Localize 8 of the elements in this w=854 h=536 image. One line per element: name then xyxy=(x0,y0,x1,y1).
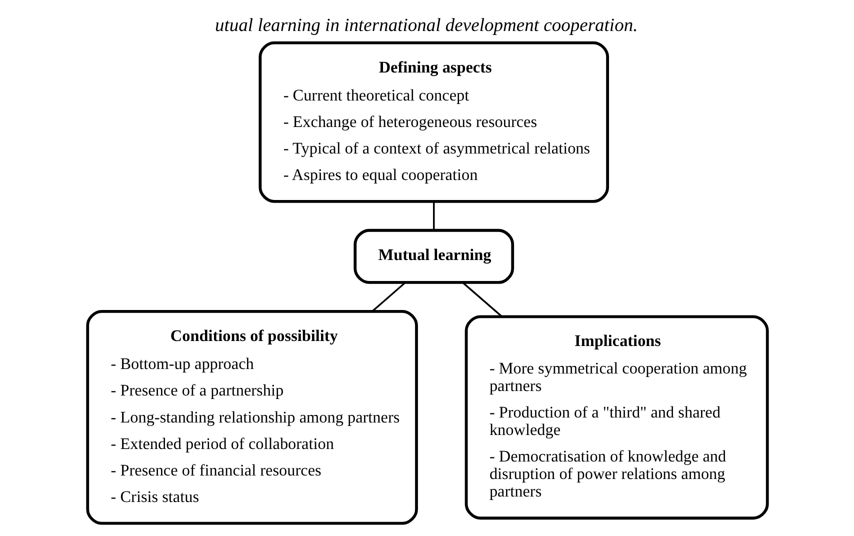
caption: utual learning in international development cooperation. xyxy=(214,14,638,36)
connector xyxy=(462,282,502,317)
connector xyxy=(432,202,434,230)
node-box: Conditions of possibility - Bottom-up approach - Presence of a partnership - Long-standing relationship among partners - Extended period of collaboration - Presence of financial resources - Crisis status xyxy=(86,310,418,525)
node-box: Defining aspects - Current theoretical concept - Exchange of heterogeneous resources - Typical of a context of asymmetrical relations - Aspires to equal cooperation xyxy=(258,41,609,203)
connector xyxy=(371,282,406,312)
node-box: Mutual learning xyxy=(353,228,514,284)
node-box: Implications - More symmetrical cooperation among partners - Production of a "third" and shared knowledge - Democratisation of knowledge and disruption of power relations among partners xyxy=(464,315,768,520)
